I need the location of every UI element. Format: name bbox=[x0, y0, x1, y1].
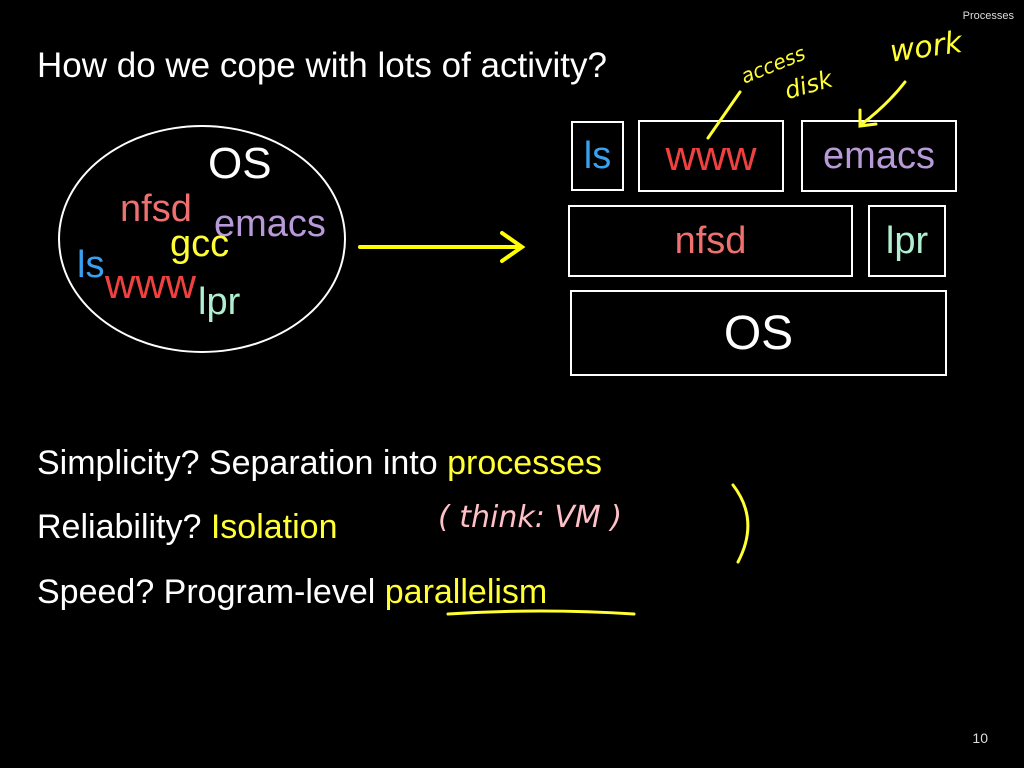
bullet-reliability-highlight: Isolation bbox=[210, 508, 338, 546]
process-gcc: gcc bbox=[170, 223, 230, 265]
process-emacs: emacs bbox=[214, 203, 326, 245]
bullet-speed-text: Speed? Program-level bbox=[37, 573, 385, 611]
handwritten-arrow-access-disk-icon bbox=[706, 90, 742, 140]
process-lpr: lpr bbox=[198, 281, 241, 323]
process-www: www bbox=[105, 260, 196, 307]
handwritten-arrow-work-icon bbox=[858, 80, 907, 128]
handwritten-paren-icon bbox=[731, 483, 750, 564]
annotation-think-vm: ( think: VM ) bbox=[438, 500, 623, 535]
slide-title: How do we cope with lots of activity? bbox=[37, 46, 607, 85]
box-emacs: emacs bbox=[801, 120, 957, 192]
right-arrow-icon bbox=[358, 231, 526, 263]
page-number: 10 bbox=[972, 730, 988, 746]
process-nfsd: nfsd bbox=[120, 188, 192, 230]
bullet-simplicity: Simplicity? Separation into processes bbox=[37, 444, 602, 483]
os-ellipse bbox=[58, 125, 346, 353]
box-os: OS bbox=[570, 290, 947, 376]
bullet-reliability: Reliability? Isolation bbox=[37, 508, 338, 547]
bullet-simplicity-highlight: processes bbox=[447, 444, 603, 482]
os-label: OS bbox=[208, 139, 272, 188]
process-ls: ls bbox=[77, 244, 105, 286]
bullet-reliability-text: Reliability? bbox=[37, 508, 211, 546]
box-lpr: lpr bbox=[868, 205, 946, 277]
box-ls: ls bbox=[571, 121, 624, 191]
box-nfsd: nfsd bbox=[568, 205, 853, 277]
handwritten-underline-icon bbox=[446, 609, 636, 616]
bullet-speed: Speed? Program-level parallelism bbox=[37, 573, 547, 612]
bullet-simplicity-text: Simplicity? Separation into bbox=[37, 444, 448, 482]
section-label: Processes bbox=[962, 10, 1014, 22]
bullet-speed-highlight: parallelism bbox=[384, 573, 548, 611]
box-www: www bbox=[638, 120, 784, 192]
